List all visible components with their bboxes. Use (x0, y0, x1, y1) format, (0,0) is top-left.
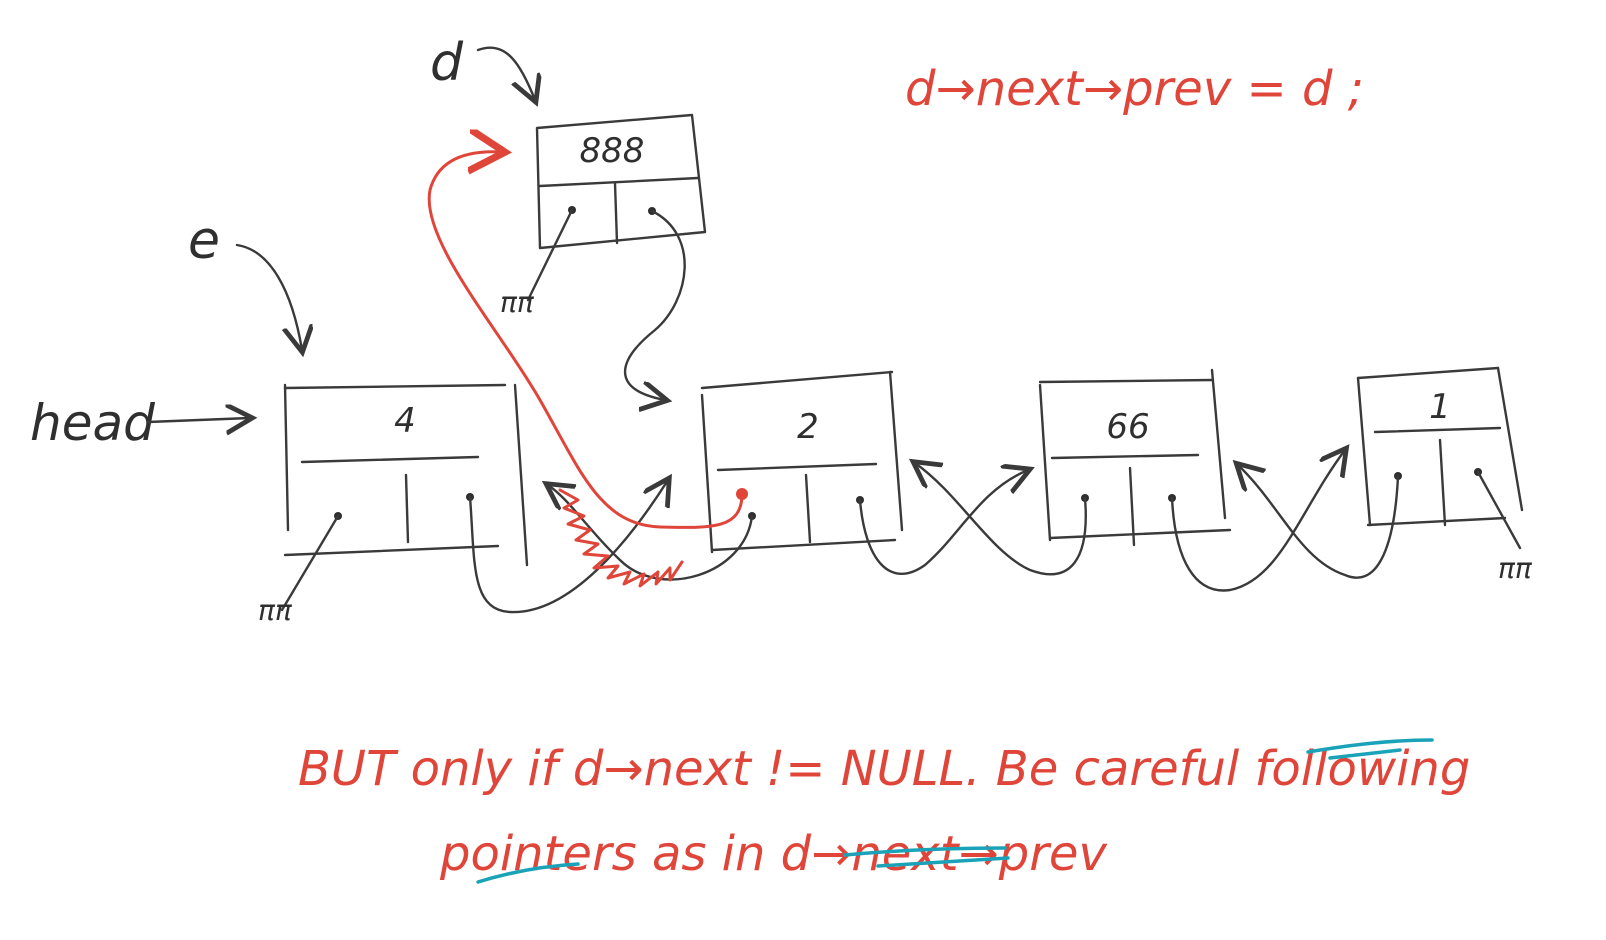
node-d-prev-null-pointer (526, 208, 574, 302)
node-1-ground: ππ (1498, 552, 1533, 585)
node-66-value: 66 (1106, 407, 1149, 447)
node-4-prev-null-pointer (280, 514, 340, 612)
underline-following-2 (1328, 748, 1402, 760)
d-pointer-arrow (476, 46, 535, 100)
head-pointer-arrow (146, 418, 250, 422)
node-1-prev-pointer (1238, 465, 1400, 579)
node-4: 4 ππ (258, 383, 668, 627)
node-66-next-pointer (1170, 450, 1345, 592)
red-new-prev-pointer (427, 152, 744, 529)
node-66: 66 (915, 368, 1345, 592)
note-line-2: pointers as in d→next→prev (439, 826, 1107, 882)
e-pointer-arrow (235, 243, 302, 350)
underline-following (1306, 738, 1434, 754)
node-2-value: 2 (797, 407, 819, 447)
node-1-next-null-pointer (1476, 470, 1522, 550)
underline-d-next (843, 846, 1007, 857)
node-2-prev-pointer (548, 485, 754, 581)
node-4-next-pointer (468, 480, 668, 614)
label-head: head (30, 394, 155, 452)
node-4-value: 4 (394, 401, 416, 441)
node-66-prev-pointer (915, 463, 1087, 576)
node-1: 1 ππ (1238, 366, 1533, 585)
node-d-next-pointer (623, 209, 686, 400)
node-d-ground: ππ (500, 286, 535, 319)
underline-d-next-2 (876, 856, 1010, 868)
underline-pointers (476, 862, 580, 884)
note-line-1: BUT only if d→next != NULL. Be careful f… (298, 741, 1470, 797)
node-2: 2 (548, 370, 1028, 581)
label-d: d (430, 33, 464, 93)
node-d: 888 ππ (500, 113, 707, 400)
node-2-next-pointer (858, 470, 1028, 576)
red-crossout-scribble (558, 488, 684, 588)
node-4-ground: ππ (258, 594, 293, 627)
code-statement: d→next→prev = d ; (905, 61, 1364, 117)
node-1-value: 1 (1429, 387, 1451, 427)
label-e: e (188, 211, 220, 271)
node-d-value: 888 (580, 131, 645, 171)
